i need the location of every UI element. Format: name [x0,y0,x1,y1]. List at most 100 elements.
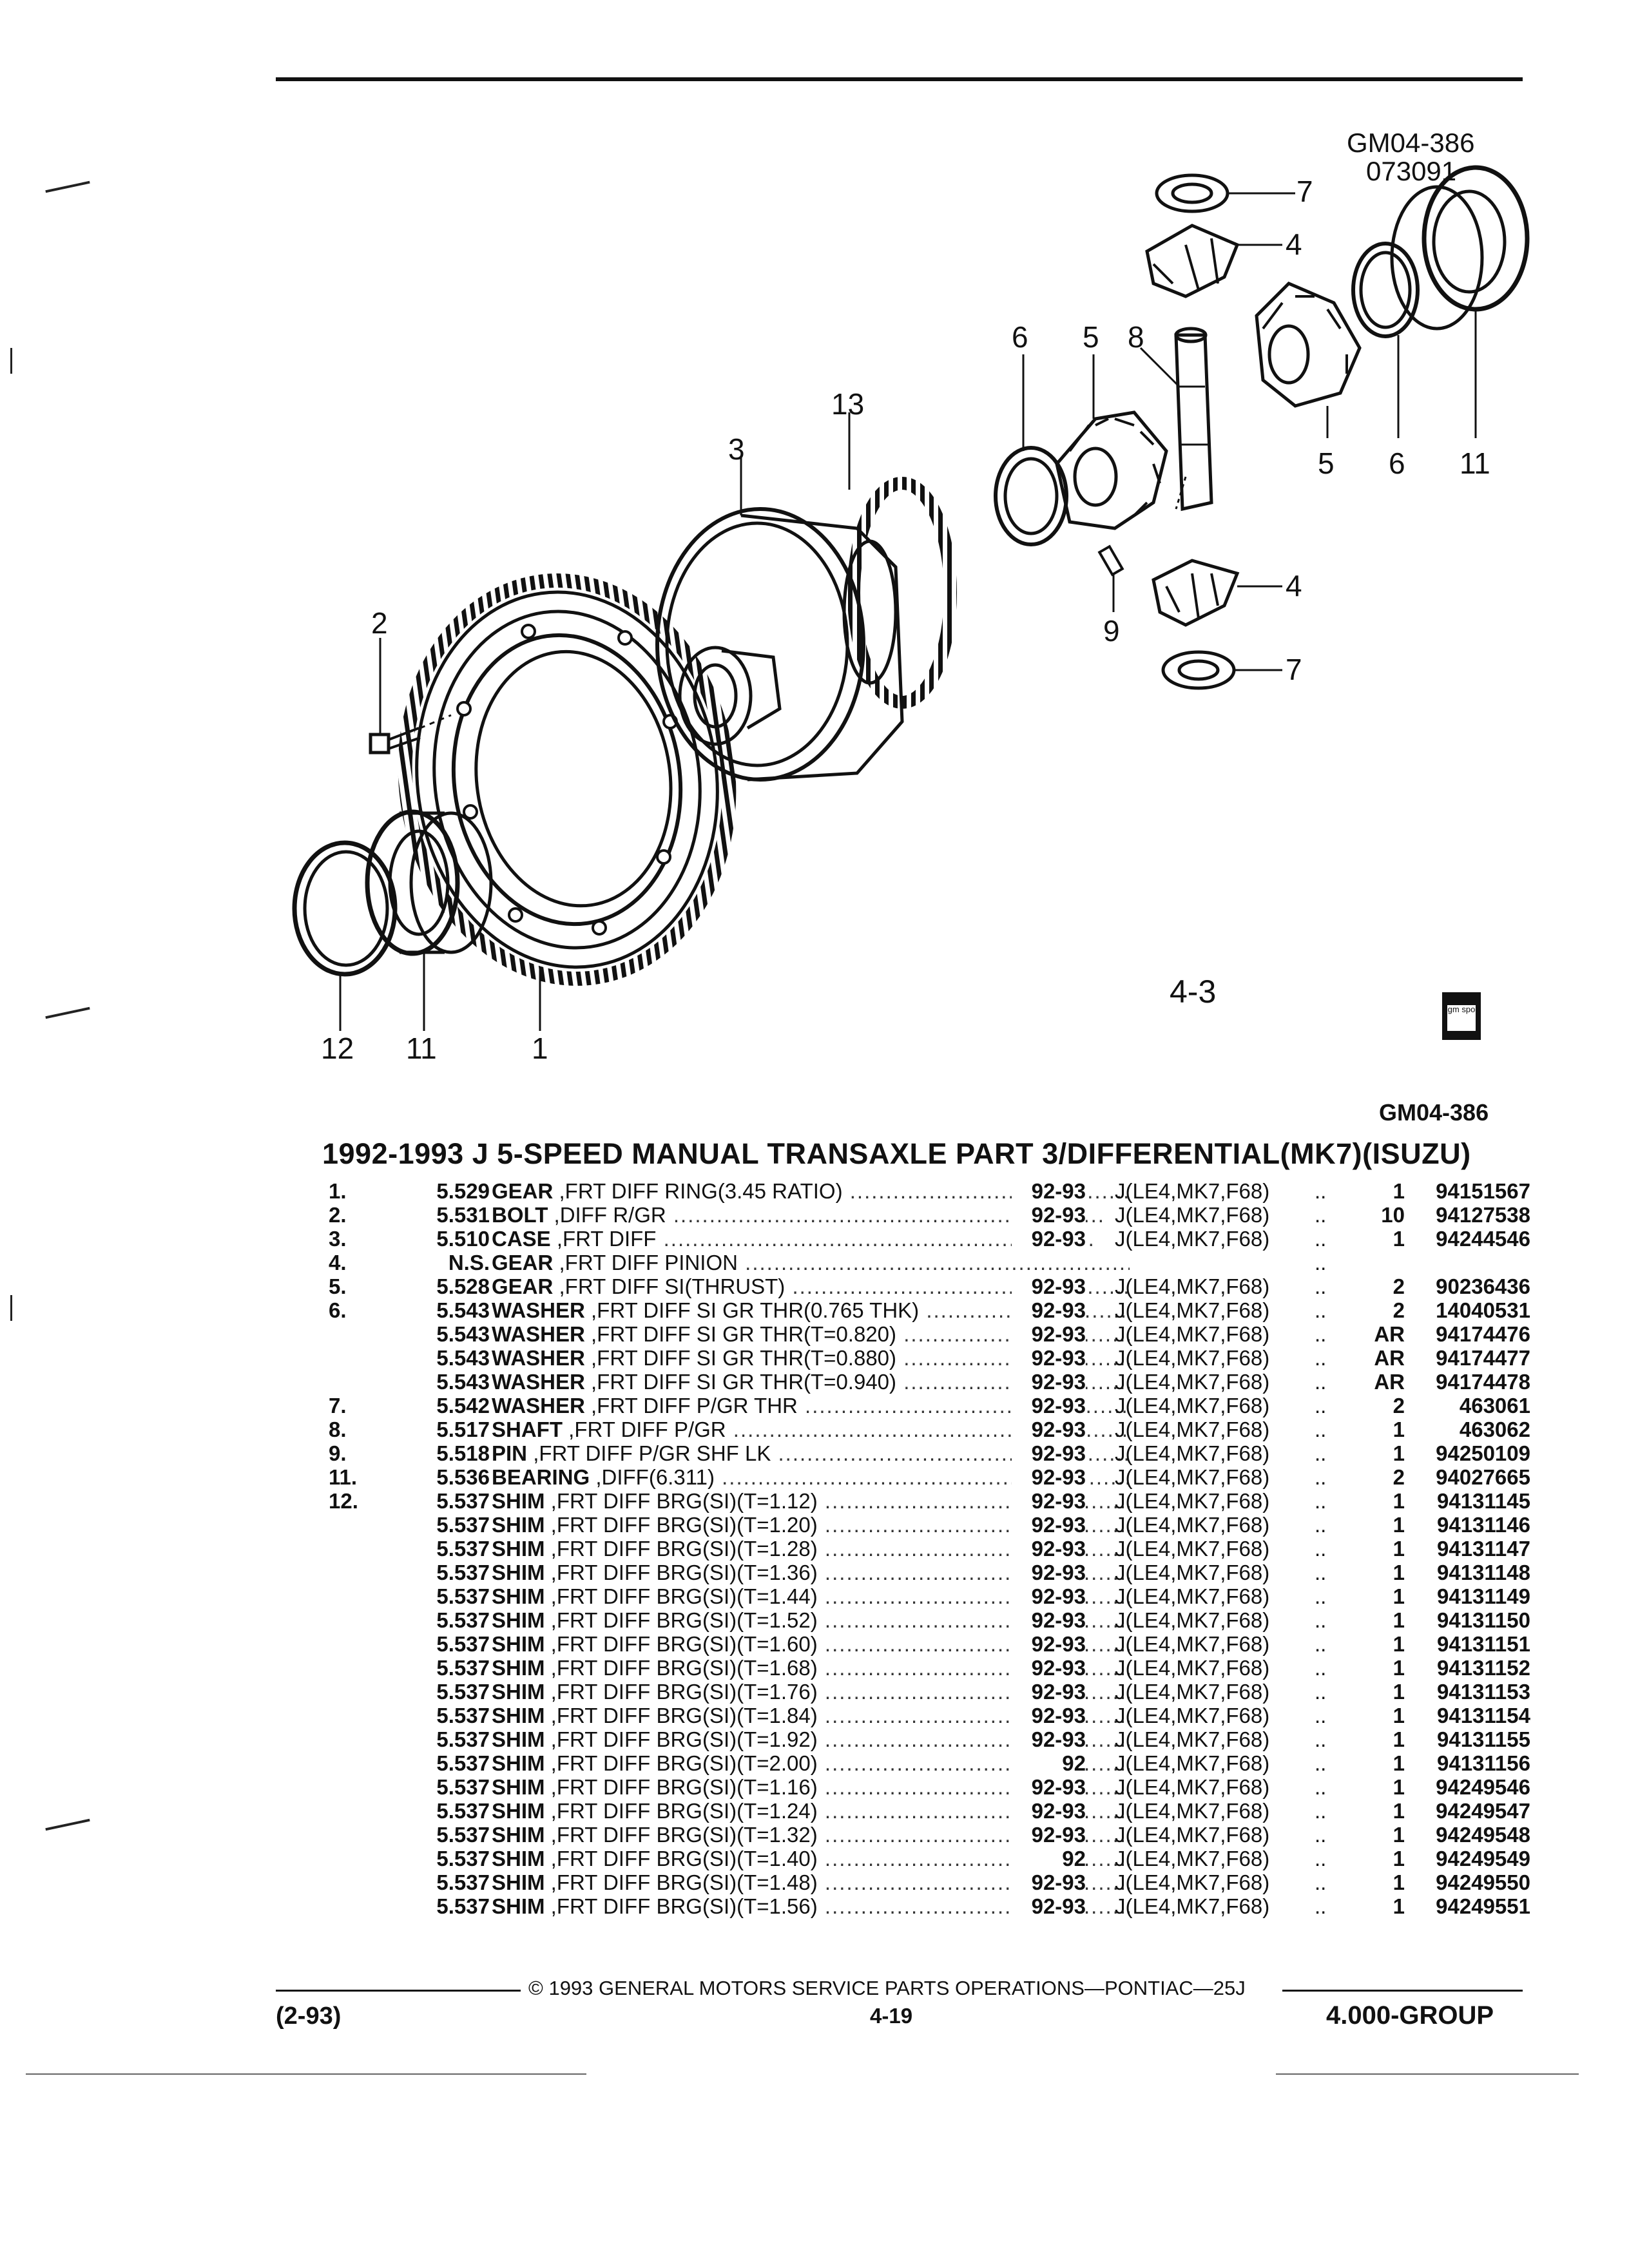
margin-mark [10,348,12,374]
separator-dots: .. [1315,1513,1327,1537]
quantity: AR [1374,1322,1405,1346]
figure-reference: GM04-386 [1379,1099,1489,1126]
quantity: 1 [1393,1799,1405,1823]
quantity: 1 [1393,1656,1405,1680]
part-number: 94131151 [1436,1632,1530,1656]
models: J(LE4,MK7,F68) [1115,1727,1270,1751]
part-detail: ,FRT DIFF BRG(SI)(T=1.12) [550,1489,818,1513]
callout-7-lower: 7 [1286,653,1302,686]
part-noun: CASE [492,1227,551,1251]
models: J(LE4,MK7,F68) [1115,1274,1270,1298]
models: J(LE4,MK7,F68) [1115,1513,1270,1537]
years: 92-93 [1012,1441,1086,1465]
quantity: 2 [1393,1465,1405,1489]
group-number: 5.543 [436,1370,490,1394]
quantity: 1 [1393,1584,1405,1608]
ref-number: 9. [329,1441,347,1465]
part-number: 94131147 [1436,1537,1530,1561]
models: J(LE4,MK7,F68) [1115,1298,1270,1322]
part-noun: SHIM [492,1775,545,1799]
ref-number: 3. [329,1227,347,1251]
group-number: 5.543 [436,1298,490,1322]
quantity: 1 [1393,1775,1405,1799]
callout-8: 8 [1128,320,1144,354]
part-number: 94249550 [1436,1870,1530,1894]
callout-5-right: 5 [1318,447,1335,480]
years: 92-93 [1012,1870,1086,1894]
group-number: 5.537 [436,1894,490,1918]
years: 92-93 [1012,1727,1086,1751]
part-noun: SHIM [492,1513,545,1537]
separator-dots: .. [1315,1203,1327,1227]
part-number: 94249547 [1436,1799,1530,1823]
separator-dots: .. [1315,1346,1327,1370]
page-title: 1992-1993 J 5-SPEED MANUAL TRANSAXLE PAR… [322,1137,1471,1170]
callout-12: 12 [321,1032,354,1065]
separator-dots: .. [1315,1751,1327,1775]
group-number: 5.537 [436,1513,490,1537]
part-noun: SHIM [492,1680,545,1704]
part-number: 463061 [1459,1394,1530,1418]
callout-1: 1 [532,1032,548,1065]
gm-spo-logo: gm spo [1442,992,1481,1040]
part-detail: ,FRT DIFF SI GR THR(T=0.820) [591,1322,897,1346]
years: 92 [1012,1751,1086,1775]
part-noun: WASHER [492,1298,585,1322]
years: 92-93 [1012,1894,1086,1918]
separator-dots: .. [1315,1274,1327,1298]
years: 92-93 [1012,1584,1086,1608]
models: J(LE4,MK7,F68) [1115,1346,1270,1370]
part-number: 94174478 [1436,1370,1530,1394]
description: GEAR ,FRT DIFF PINION ..................… [492,1251,1130,1274]
copyright: © 1993 GENERAL MOTORS SERVICE PARTS OPER… [528,1977,1246,1999]
ref-number: 7. [329,1394,347,1418]
ref-number: 4. [329,1251,347,1274]
part-noun: SHIM [492,1799,545,1823]
part-number: 94131150 [1436,1608,1530,1632]
pinion-gear-upper [1145,224,1240,298]
part-noun: SHIM [492,1561,545,1584]
separator-dots: .. [1315,1656,1327,1680]
part-number: 94250109 [1436,1441,1530,1465]
models: J(LE4,MK7,F68) [1115,1322,1270,1346]
group-number: 5.537 [436,1608,490,1632]
group-number: 5.537 [436,1751,490,1775]
separator-dots: .. [1315,1370,1327,1394]
part-detail: ,FRT DIFF P/GR [568,1418,726,1441]
models: J(LE4,MK7,F68) [1115,1823,1270,1847]
part-detail: ,FRT DIFF SI GR THR(T=0.880) [591,1346,897,1370]
separator-dots: .. [1315,1227,1327,1251]
group-number: 5.537 [436,1489,490,1513]
group-number: 5.528 [436,1274,490,1298]
models: J(LE4,MK7,F68) [1115,1418,1270,1441]
group-number: 5.529 [436,1179,490,1203]
part-detail: ,FRT DIFF BRG(SI)(T=1.28) [550,1537,818,1561]
exploded-diagram [292,165,1530,1031]
bearing-left [365,809,493,956]
part-number: 94249548 [1436,1823,1530,1847]
years: 92-93 [1012,1203,1086,1227]
group-number: 5.537 [436,1823,490,1847]
part-number: 94131149 [1436,1584,1530,1608]
group-number: 5.537 [436,1537,490,1561]
years: 92-93 [1012,1418,1086,1441]
callout-11: 11 [406,1032,437,1065]
part-detail: ,FRT DIFF BRG(SI)(T=1.84) [550,1704,818,1727]
part-noun: SHIM [492,1632,545,1656]
part-detail: ,FRT DIFF P/GR SHF LK [533,1441,771,1465]
quantity: 1 [1393,1561,1405,1584]
models: J(LE4,MK7,F68) [1115,1632,1270,1656]
part-detail: ,DIFF(6.311) [595,1465,715,1489]
callout-4-lower: 4 [1286,569,1302,602]
callout-6-right: 6 [1389,447,1405,480]
separator-dots: .. [1315,1394,1327,1418]
